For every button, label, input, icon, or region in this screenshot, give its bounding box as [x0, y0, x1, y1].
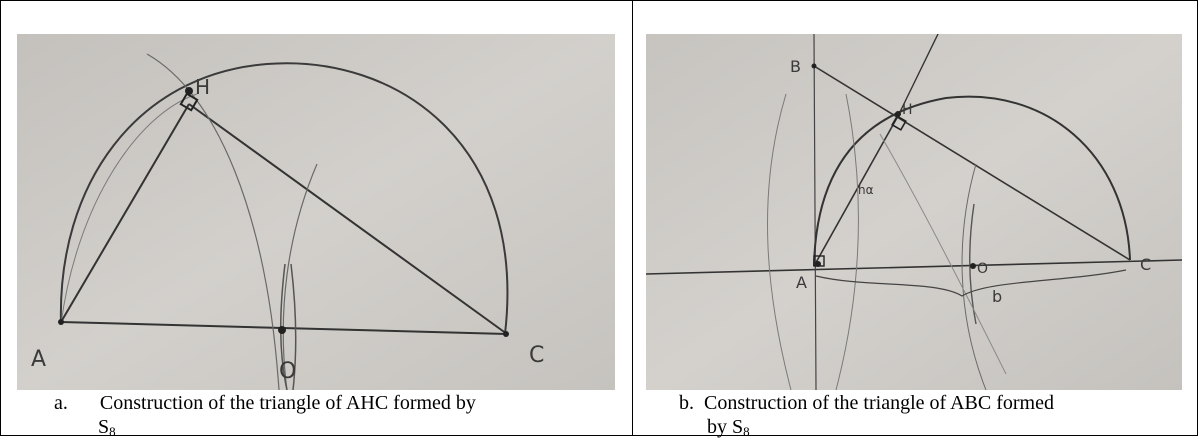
sketch-abc: B H A O C b hα: [646, 34, 1182, 390]
point-label-h: H: [195, 75, 210, 99]
caption-b: b. Construction of the triangle of ABC f…: [679, 390, 1054, 416]
point-label-b: B: [790, 57, 801, 76]
point-label-c: C: [1140, 255, 1151, 274]
caption-a: a. Construction of the triangle of AHC f…: [54, 390, 476, 416]
point-label-o: O: [279, 359, 296, 384]
point-label-h: H: [902, 102, 913, 118]
caption-b-line2: by S8: [707, 414, 750, 445]
caption-b-subscript: 8: [743, 424, 750, 439]
caption-a-symbol: S: [98, 416, 110, 438]
point-label-a: A: [31, 347, 46, 372]
caption-b-symbol: by S: [707, 416, 744, 438]
caption-a-line2: S8: [98, 414, 116, 445]
label-h-alpha: hα: [858, 183, 874, 197]
caption-a-subscript: 8: [109, 424, 116, 439]
photo-construction-abc: B H A O C b hα: [646, 34, 1182, 390]
sketch-ahc: A H O C: [17, 34, 615, 390]
point-label-a: A: [796, 273, 807, 292]
point-label-c: C: [529, 343, 544, 368]
point-label-o: O: [977, 261, 988, 277]
label-b-small: b: [992, 287, 1002, 306]
photo-construction-ahc: A H O C: [17, 34, 615, 390]
caption-b-text: b. Construction of the triangle of ABC f…: [679, 392, 1054, 414]
column-divider: [632, 0, 633, 436]
caption-a-marker: a.: [54, 392, 68, 414]
caption-a-text: Construction of the triangle of AHC form…: [99, 392, 476, 414]
